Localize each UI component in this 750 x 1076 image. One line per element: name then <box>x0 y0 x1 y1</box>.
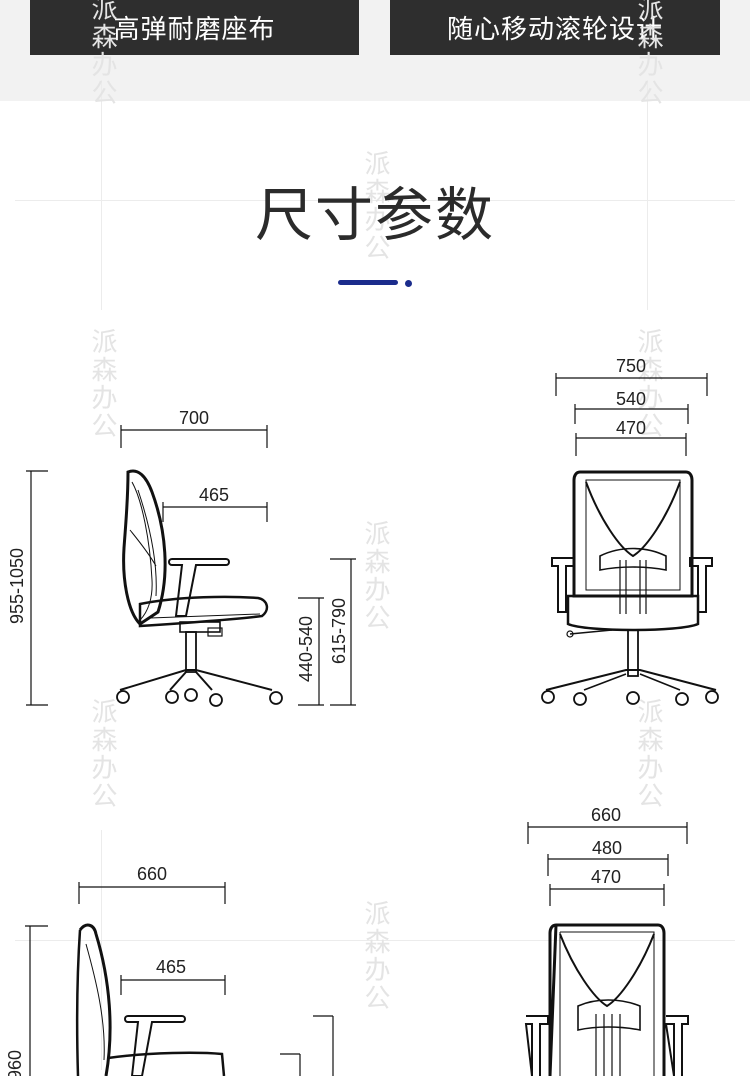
dimension-arm-width-2: 480 <box>591 838 623 858</box>
title-underline <box>338 280 398 285</box>
dimension-arm-height-1: 615-790 <box>329 597 349 664</box>
watermark: 派森办公 <box>87 328 117 440</box>
watermark: 派森办公 <box>87 698 117 810</box>
dimension-overall-width-1: 750 <box>615 356 647 376</box>
chair-front-view-1 <box>541 373 719 706</box>
section-title: 尺寸参数 <box>254 181 495 249</box>
watermark-guide-line <box>15 200 735 201</box>
watermark: 派森办公 <box>87 0 117 107</box>
dimension-seat-height-1: 440-540 <box>296 615 316 682</box>
watermark: 派森办公 <box>633 698 663 810</box>
watermark: 派森办公 <box>633 328 663 440</box>
watermark: 派森办公 <box>360 520 390 632</box>
watermark: 派森办公 <box>633 0 663 107</box>
watermark-guide-line <box>647 80 648 310</box>
dimension-overall-height-2: 960 <box>5 1049 25 1076</box>
dimension-seat-depth-2: 465 <box>155 957 187 977</box>
dimension-seat-depth-1: 465 <box>198 485 230 505</box>
dimension-overall-width-2: 660 <box>590 805 622 825</box>
watermark-guide-line <box>15 940 735 941</box>
dimension-seat-width-2: 470 <box>590 867 622 887</box>
feature-banner-fabric: 高弹耐磨座布 <box>30 0 359 55</box>
dimension-arm-width-1: 540 <box>615 389 647 409</box>
feature-banner-casters: 随心移动滚轮设计 <box>390 0 720 55</box>
chair-side-view-2 <box>25 882 334 1076</box>
feature-banner-casters-label: 随心移动滚轮设计 <box>446 15 663 45</box>
watermark: 派森办公 <box>360 150 390 262</box>
watermark-guide-line <box>101 80 102 310</box>
feature-banner-fabric-label: 高弹耐磨座布 <box>113 15 276 45</box>
dimension-seat-width-1: 470 <box>615 418 647 438</box>
dimension-overall-depth-2: 660 <box>136 864 168 884</box>
dimension-overall-depth-1: 700 <box>178 408 210 428</box>
dimension-overall-height-1: 955-1050 <box>7 547 27 624</box>
chair-front-view-2 <box>524 822 689 1076</box>
chair-side-view-1 <box>26 425 356 707</box>
watermark: 派森办公 <box>360 900 390 1012</box>
title-dot <box>405 280 412 287</box>
